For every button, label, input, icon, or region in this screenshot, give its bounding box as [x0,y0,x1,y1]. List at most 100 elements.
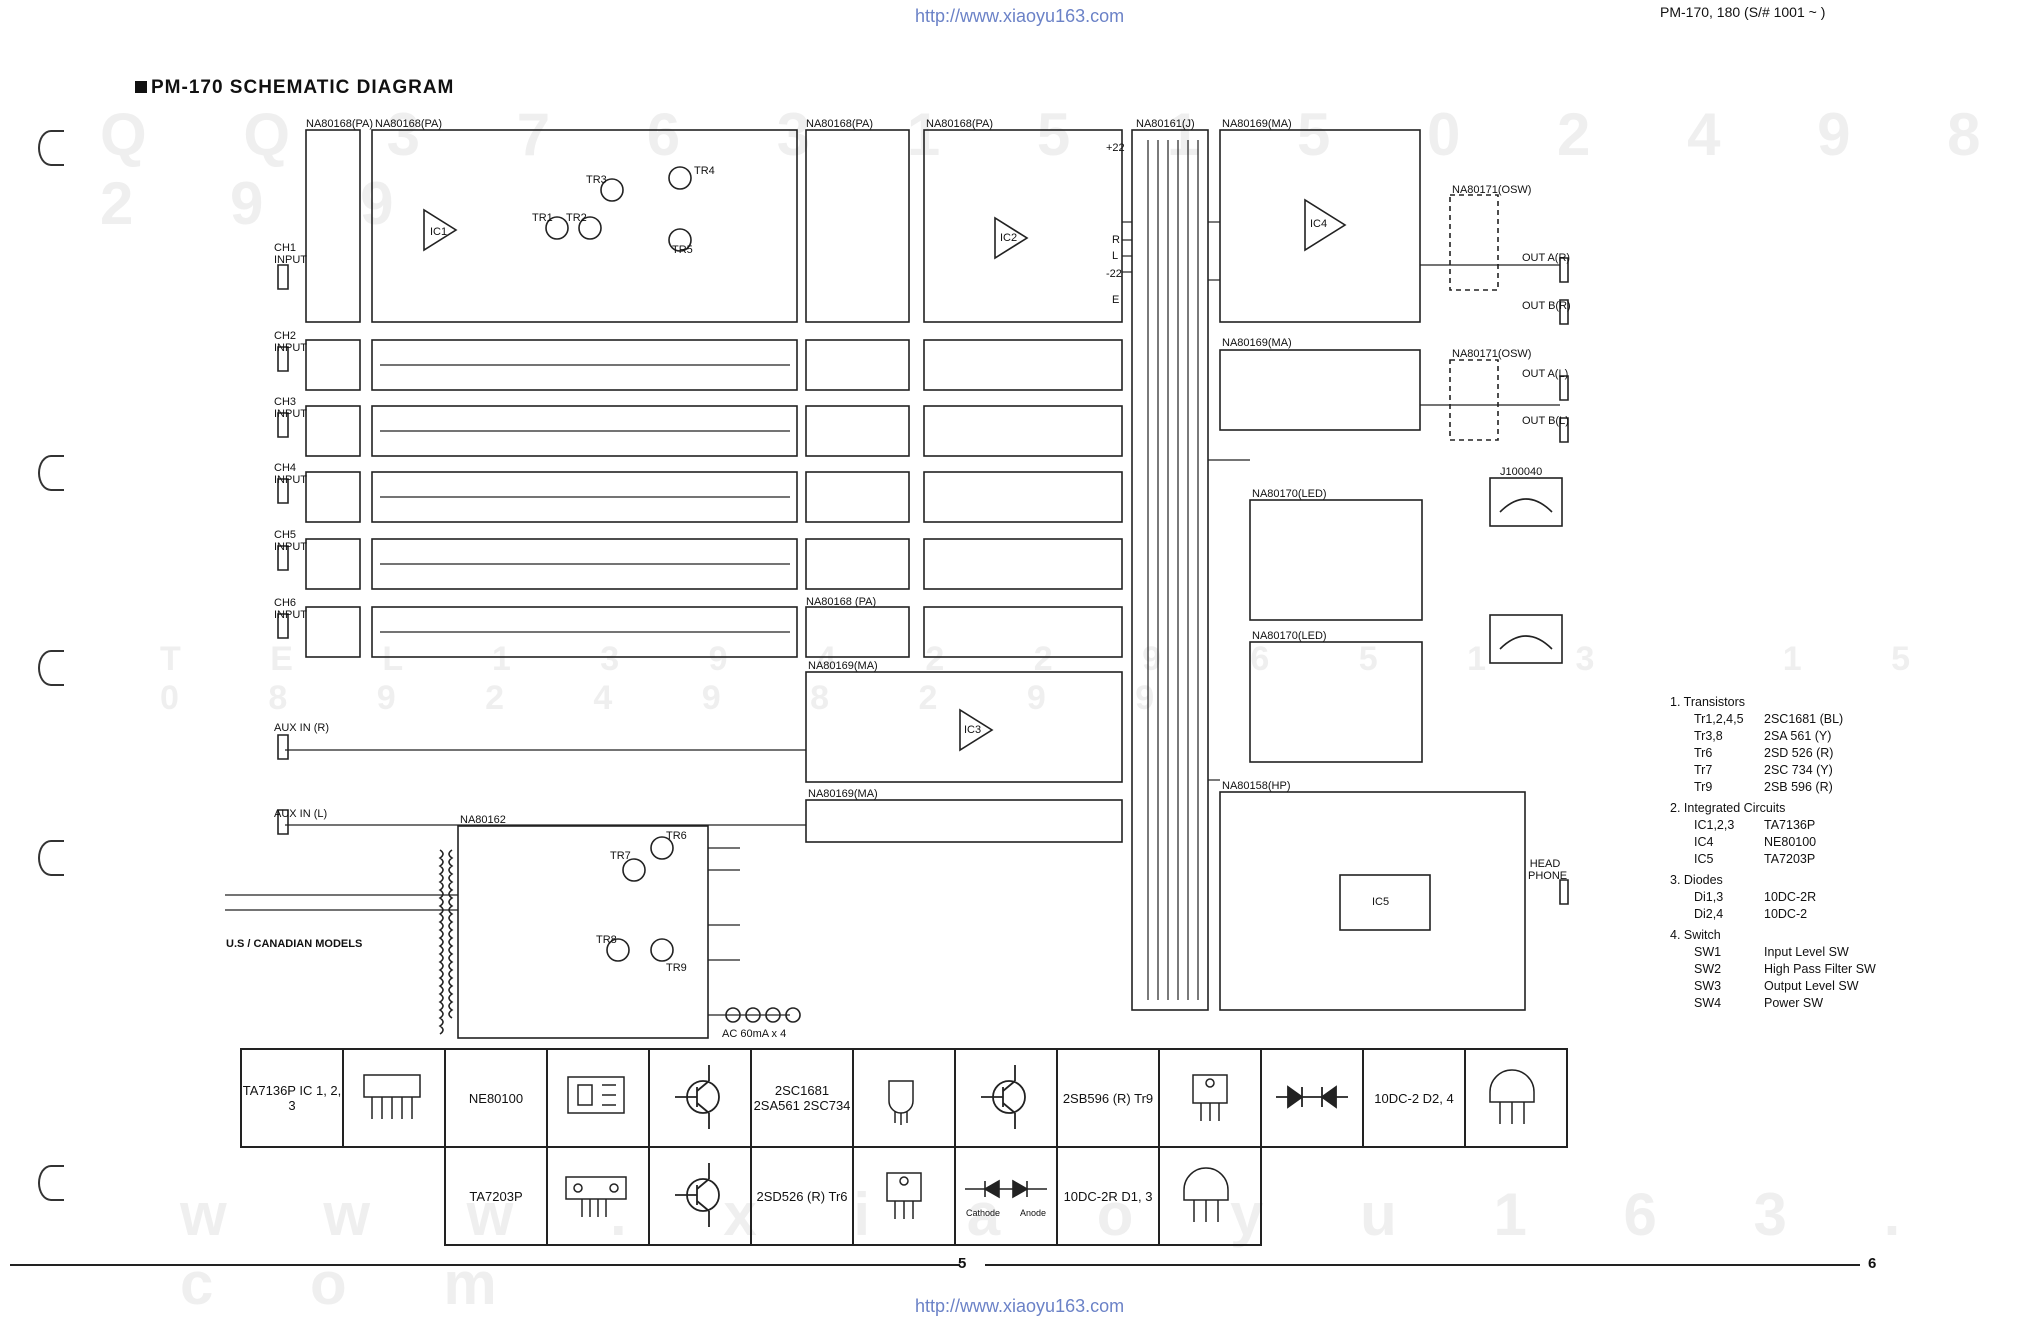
block-label-osw-r: NA80171(OSW) [1452,184,1532,196]
output-jacks [1559,257,1569,905]
transformer-primary [438,849,444,1035]
ch3-input-label: CH3 INPUT [274,396,307,420]
cell-dc2r: 10DC-2R D1, 3 [1056,1146,1160,1246]
hp-block [1219,791,1526,1011]
anode-label: Anode [1019,1207,1047,1218]
tr8-symbol [606,938,630,962]
cell-sd526: 2SD526 (R) Tr6 [750,1146,854,1246]
led-block-2 [1249,641,1423,763]
legend-transistors-heading: 1. Transistors [1670,695,1746,709]
ch1-pa-block [371,129,798,323]
block-label-osw-l: NA80171(OSW) [1452,348,1532,360]
cell-diode-cathode-anode: Cathode Anode [954,1146,1058,1246]
url-bottom[interactable]: http://www.xiaoyu163.com [915,1296,1125,1316]
aux-ma-block-l [805,799,1123,843]
binder-hole-4 [38,840,64,876]
corner-model-ref: PM-170, 180 (S/# 1001 ~ ) [1660,4,1826,20]
cell-empty-1 [241,1147,343,1245]
watermark-row-top: Q Q 3 7 6 3 1 5 1 5 0 2 4 9 8 2 9 9 [100,101,2021,237]
aux-ma-block [805,671,1123,783]
title-marker [135,81,147,93]
tr4-label: TR4 [694,165,715,177]
legend-switch-heading: 4. Switch [1670,928,1721,942]
diode-package-icon [1183,1166,1229,1222]
block-label-pa-main: NA80168(PA) [375,118,443,130]
block-label-hp: NA80158(HP) [1222,780,1291,792]
tr2-symbol [578,216,602,240]
tr1-symbol [545,216,569,240]
cell-empty-3 [1261,1147,1363,1245]
page-title: PM-170 SCHEMATIC DIAGRAM [135,77,454,99]
block-label-pa-out: NA80168(PA) [926,118,994,130]
ic4-label: IC4 [1310,218,1328,230]
cell-to220-pic [1158,1048,1262,1148]
tr3-symbol [600,178,624,202]
cell-npn-symbol-2 [648,1146,752,1246]
meter-label: J100040 [1500,466,1543,478]
binder-hole-3 [38,650,64,686]
tr6-label: TR6 [666,830,687,842]
block-label-led-2: NA80170(LED) [1252,630,1327,642]
out-a-r-label: OUT A(R) [1522,252,1571,264]
cell-ne80100: NE80100 [444,1048,548,1148]
tr6-symbol [650,836,674,860]
j-block [1131,129,1209,1011]
ch5-input-label: CH5 INPUT [274,529,307,553]
binder-hole-5 [38,1165,64,1201]
cell-sd526-pic [852,1146,956,1246]
meter-2 [1489,614,1563,664]
block-label-pa-sw: NA80168(PA) [806,118,874,130]
ic3-label: IC3 [964,724,982,736]
tr5-label: TR5 [672,244,693,256]
legend-diodes-heading: 3. Diodes [1670,873,1723,887]
ic1-symbol [423,208,458,252]
cathode-label: Cathode [965,1207,1001,1218]
tr1-label: TR1 [532,212,553,224]
diode-pair-icon [1276,1084,1348,1109]
ic1-label: IC1 [430,226,448,238]
tr9-label: TR9 [666,962,687,974]
bus-r: R [1112,234,1120,246]
url-top[interactable]: http://www.xiaoyu163.com [915,6,1125,26]
block-label-pa-in: NA80168(PA) [306,118,374,130]
cell-npn-symbol [648,1048,752,1148]
tr3-label: TR3 [586,174,607,186]
parts-table: TA7136P IC 1, 2, 3 NE80100 2SC1681 2SA56… [240,1048,1568,1246]
ic-power-package-icon [565,1175,627,1217]
aux-in-r-label: AUX IN (R) [274,722,329,734]
ac-outlet-label: AC 60mA x 4 [722,1028,787,1040]
ic4-symbol [1304,198,1347,252]
cell-sc1681: 2SC1681 2SA561 2SC734 [750,1048,854,1148]
pnp-transistor-icon [981,1064,1026,1129]
npn-transistor-icon [675,1064,720,1129]
ma-block-l [1219,349,1421,431]
block-label-ma-l: NA80169(MA) [1222,337,1292,349]
ic3-symbol [959,708,994,752]
cell-ta7136p: TA7136P IC 1, 2, 3 [240,1048,344,1148]
cell-dc2r-pic [1158,1146,1262,1246]
block-label-power: NA80162 [460,814,506,826]
cell-diode-symbol [1260,1048,1364,1148]
cell-empty-2 [343,1147,445,1245]
tr7-label: TR7 [610,850,631,862]
ic2-label: IC2 [1000,232,1018,244]
cell-to92-pic [852,1048,956,1148]
osw-block-r [1449,194,1499,291]
diode-pair-icon [965,1179,1047,1198]
bus-plus22: +22 [1106,142,1125,154]
page-number-left: 5 [958,1255,967,1272]
legend-ic-heading: 2. Integrated Circuits [1670,801,1786,815]
power-block [457,825,709,1039]
out-b-r-label: OUT B(R) [1522,300,1571,312]
head-phone-label: HEAD PHONE [1528,858,1568,882]
